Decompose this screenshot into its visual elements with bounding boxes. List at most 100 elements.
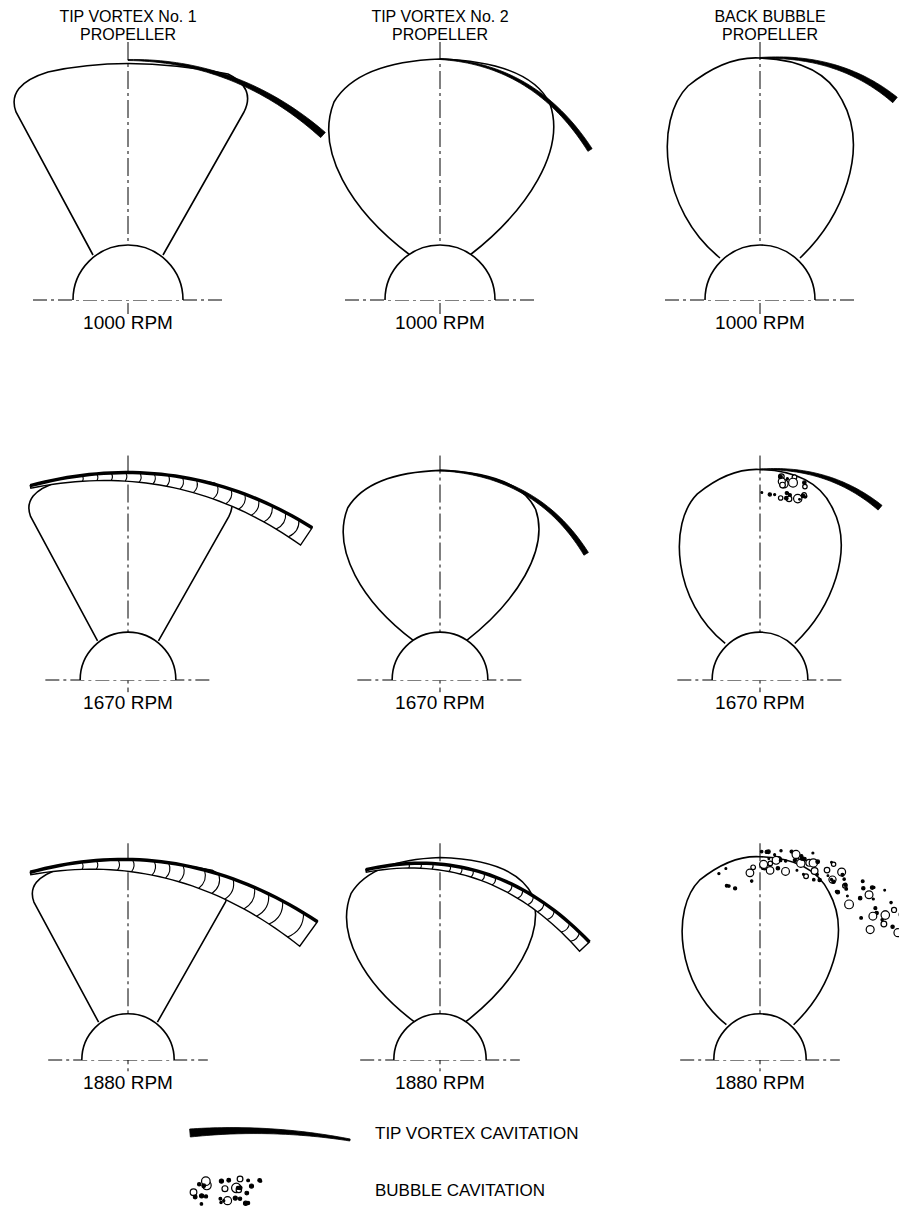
cavitation-bubble (219, 1179, 223, 1183)
cavitation-bubble (780, 850, 782, 852)
vortex-rib (152, 861, 156, 875)
legend-text: TIP VORTEX CAVITATION (375, 1124, 578, 1144)
cavitation-bubble (836, 890, 840, 894)
cavitation-bubble (761, 492, 763, 494)
vortex-rib (420, 863, 422, 868)
tip-vortex (440, 470, 588, 555)
tip-vortex-edge (30, 859, 317, 921)
blade-outline (343, 470, 539, 641)
cavitation-bubble (845, 900, 854, 909)
vortex-rib (570, 932, 579, 941)
cavitation-bubble (812, 852, 814, 854)
vortex-rib (244, 887, 255, 909)
tip-vortex (440, 59, 592, 152)
speed-label: 1670 RPM (83, 692, 173, 714)
vortex-rib (226, 489, 232, 503)
cavitation-bubble (816, 873, 818, 875)
cavitation-bubble (789, 478, 798, 487)
cavitation-bubble (824, 867, 830, 873)
vortex-rib (97, 474, 98, 481)
vortex-rib (537, 903, 543, 912)
cavitation-bubble (793, 859, 796, 862)
column-heading: TIP VORTEX No. 2 PROPELLER (353, 8, 528, 45)
vortex-rib (153, 474, 155, 484)
cavitation-bubble (219, 1197, 222, 1200)
vortex-rib (139, 473, 141, 482)
tip-vortex-tube (30, 859, 317, 946)
cavitation-bubble (718, 872, 720, 874)
blade-outline (682, 857, 838, 1025)
cavitation-bubble (870, 886, 874, 890)
vortex-rib (239, 494, 246, 509)
tip-vortex (760, 57, 897, 103)
cavitation-bubble (734, 887, 737, 890)
cavitation-bubble (725, 884, 728, 887)
cavitation-bubble (858, 896, 861, 899)
propeller-view (30, 843, 317, 1071)
column-heading: TIP VORTEX No. 1 PROPELLER (41, 8, 216, 45)
cavitation-bubble (832, 880, 835, 883)
vortex-rib (213, 485, 218, 499)
cavitation-bubble (220, 1201, 222, 1203)
cavitation-bubble (866, 926, 874, 934)
cavitation-bubble (800, 854, 803, 857)
cavitation-bubble (792, 850, 800, 858)
cavitation-bubble (193, 1195, 197, 1199)
speed-label: 1000 RPM (715, 312, 805, 334)
blade-outline (329, 59, 554, 255)
hub (385, 245, 495, 300)
vortex-rib (482, 873, 485, 881)
cavitation-bubble (258, 1179, 262, 1183)
cavitation-bubble (785, 492, 788, 495)
cavitation-bubble (200, 1194, 204, 1198)
cavitation-bubble (803, 484, 807, 488)
cavitation-bubble (190, 1189, 197, 1196)
propeller-view (343, 456, 588, 693)
cavitation-bubble (765, 850, 768, 853)
cavitation-bubble (861, 880, 864, 883)
cavitation-bubble (198, 1183, 201, 1186)
vortex-rib (269, 901, 283, 924)
vortex-rib (492, 877, 495, 885)
cavitation-bubble (881, 911, 889, 919)
cavitation-bubble (782, 867, 790, 875)
cavitation-bubble (774, 854, 776, 856)
vortex-rib (288, 520, 299, 537)
vortex-rib (82, 475, 83, 481)
cavitation-bubble (725, 868, 727, 870)
cavitation-bubble (894, 929, 899, 937)
cavitation-bubble (233, 1196, 237, 1200)
vortex-rib (125, 473, 127, 482)
hub (714, 1014, 806, 1060)
cavitation-bubble (784, 860, 786, 862)
vortex-rib (449, 865, 451, 871)
vortex-rib (117, 859, 119, 870)
speed-label: 1670 RPM (715, 692, 805, 714)
cavitation-bubble (843, 878, 845, 880)
vortex-rib (131, 860, 134, 872)
cavitation-bubble (818, 878, 821, 881)
vortex-rib (518, 890, 523, 899)
cavitation-bubble (802, 873, 804, 875)
vortex-rib (256, 894, 268, 916)
hub (392, 632, 488, 680)
vortex-rib (167, 475, 170, 486)
propeller-view (677, 456, 882, 693)
cavitation-bubble (204, 1195, 207, 1198)
cavitation-bubble (865, 891, 873, 899)
cavitation-bubble (872, 898, 874, 900)
cavitation-bubble (774, 494, 776, 496)
hub (80, 632, 176, 680)
vortex-rib (225, 879, 234, 899)
cavitation-bubble (751, 865, 756, 870)
tip-vortex (760, 469, 882, 511)
tip-vortex (128, 59, 325, 137)
cavitation-bubble (892, 907, 897, 912)
vortex-rib (180, 477, 184, 489)
cavitation-bubble (829, 876, 836, 883)
vortex-rib (264, 506, 272, 522)
cavitation-bubble (796, 869, 798, 871)
tip-vortex-edge (30, 473, 312, 528)
cavitation-bubble (860, 917, 863, 920)
